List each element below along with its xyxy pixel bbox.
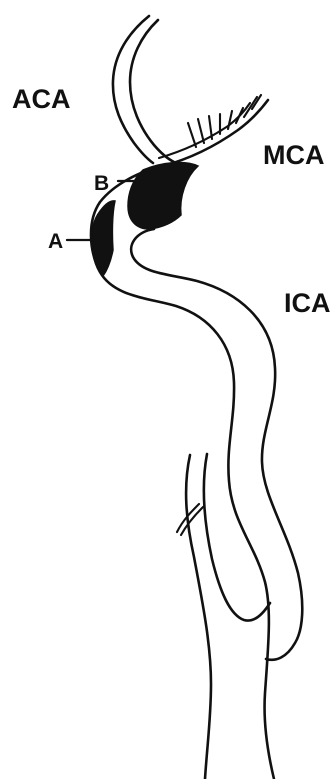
a-label: A — [48, 230, 63, 253]
region-b-dark-segment — [128, 163, 198, 229]
ica-label: ICA — [284, 288, 331, 318]
aca-branch-right-outline — [130, 20, 174, 162]
b-label: B — [94, 172, 109, 195]
aca-label: ACA — [12, 84, 71, 114]
ica-inner-wall — [131, 229, 302, 660]
ica-outer-wall — [91, 171, 274, 779]
mca-label: MCA — [263, 140, 325, 170]
external-carotid-outline-right — [204, 454, 270, 621]
aca-branch-left-outline — [113, 16, 153, 163]
